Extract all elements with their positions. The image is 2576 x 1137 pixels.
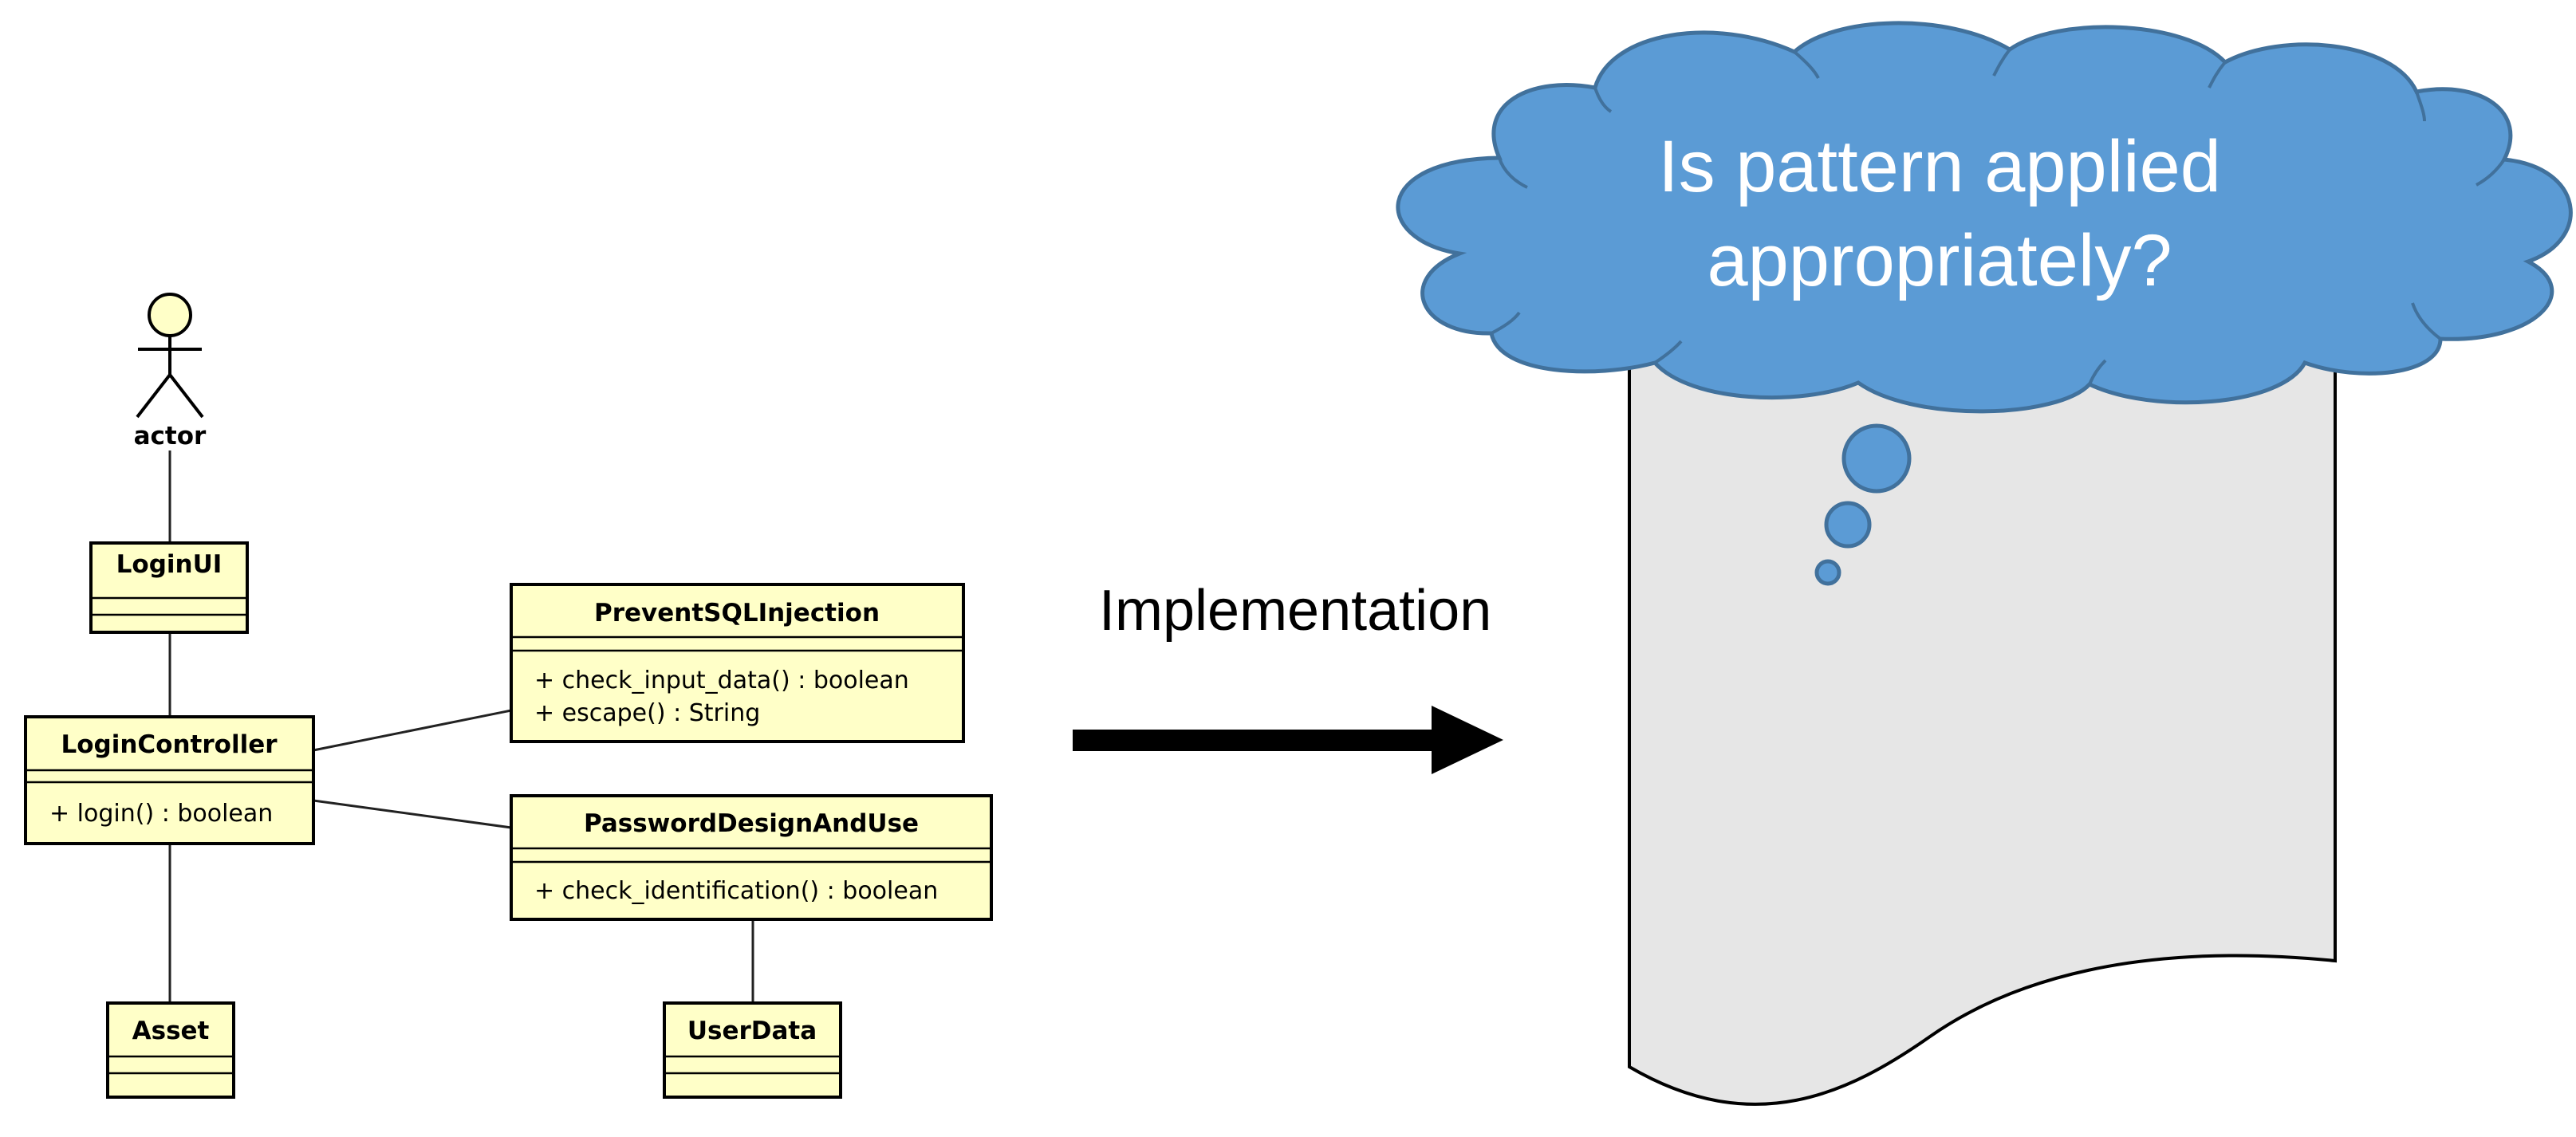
class-operation: + escape() : String bbox=[534, 699, 760, 727]
actor-label: actor bbox=[134, 422, 207, 450]
association-lines bbox=[168, 450, 754, 1003]
class-name: LoginController bbox=[61, 730, 278, 759]
document-shape bbox=[1628, 333, 2337, 1106]
class-operation: + check_identification() : boolean bbox=[534, 877, 938, 905]
class-box bbox=[510, 583, 965, 743]
class-asset: Asset bbox=[106, 1001, 235, 1099]
class-box bbox=[510, 794, 993, 921]
actor-right-leg bbox=[168, 373, 204, 419]
class-operation: + login() : boolean bbox=[49, 800, 273, 828]
class-name: LoginUI bbox=[116, 550, 223, 579]
class-box bbox=[24, 715, 315, 845]
class-name: UserData bbox=[687, 1017, 817, 1045]
class-name: Asset bbox=[132, 1017, 210, 1045]
actor-left-leg bbox=[136, 373, 171, 419]
actor-figure bbox=[136, 293, 204, 419]
class-login-ui: LoginUI bbox=[89, 541, 249, 634]
implementation-arrow bbox=[1073, 706, 1503, 774]
class-login-controller: LoginController + login() : boolean bbox=[24, 715, 315, 845]
thought-bubble-large bbox=[1841, 423, 1912, 494]
thought-bubble-medium bbox=[1824, 501, 1872, 549]
thought-cloud: Is pattern applied appropriately? bbox=[1396, 21, 2573, 414]
cloud-shape bbox=[1396, 21, 2573, 414]
arrow-head bbox=[1432, 706, 1503, 774]
cloud-inner-arcs bbox=[1491, 48, 2506, 385]
thought-bubbles bbox=[1814, 423, 1912, 586]
class-operation: + check_input_data() : boolean bbox=[534, 667, 909, 694]
arrow-label: Implementation bbox=[1099, 579, 1491, 643]
class-box bbox=[106, 1001, 235, 1099]
class-name: PreventSQLInjection bbox=[594, 599, 880, 628]
actor-head bbox=[148, 293, 192, 337]
class-box bbox=[663, 1001, 842, 1099]
arrow-shaft bbox=[1073, 730, 1440, 751]
thought-bubble-small bbox=[1814, 559, 1841, 586]
class-name: PasswordDesignAndUse bbox=[584, 809, 919, 838]
class-password-design-and-use: PasswordDesignAndUse + check_identificat… bbox=[510, 794, 993, 921]
thought-line-2: appropriately? bbox=[1707, 220, 2172, 301]
class-box bbox=[89, 541, 249, 634]
thought-line-1: Is pattern applied bbox=[1658, 126, 2221, 207]
class-prevent-sql-injection: PreventSQLInjection + check_input_data()… bbox=[510, 583, 965, 743]
assoc-logincontroller-password bbox=[313, 799, 512, 829]
class-user-data: UserData bbox=[663, 1001, 842, 1099]
assoc-logincontroller-preventsql bbox=[313, 709, 512, 752]
